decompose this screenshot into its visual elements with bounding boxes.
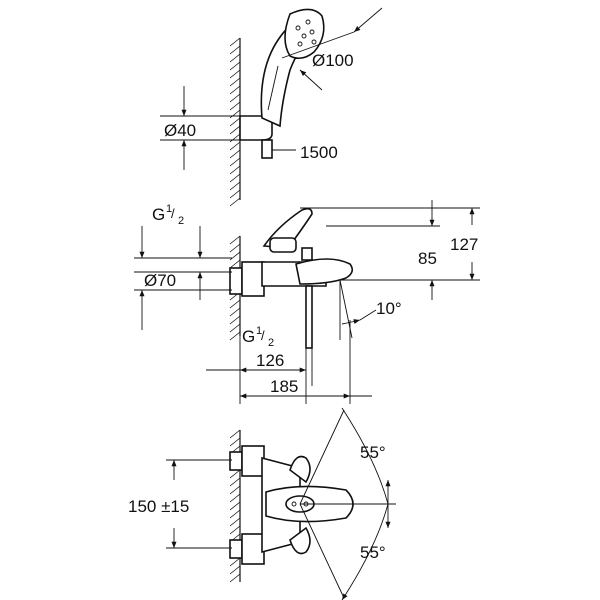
label-outlet-thread: G 1 / 2 [242,325,274,349]
svg-text:/: / [171,206,175,221]
label-holder-diameter: Ø40 [164,121,196,140]
label-escutcheon-diameter: Ø70 [144,271,176,290]
svg-text:G: G [152,205,165,224]
wall-hatch-line [229,181,241,191]
wall-hatch-line [229,117,241,127]
label-projection-outlet: 126 [256,351,284,370]
label-spout-height: 85 [418,249,437,268]
wall-hatch-line [229,141,241,151]
wall-hatch-line [229,165,241,175]
label-lever-angle-up: 55° [360,443,386,462]
label-head-diameter: Ø100 [312,51,354,70]
label-overall-height: 127 [450,235,478,254]
wall-hatch-line [229,85,241,95]
wall-hatch-line [229,69,241,79]
wall-hatch-line [229,557,241,567]
wall-hatch-line [229,157,241,167]
wall-hatch-line [229,437,241,447]
svg-text:2: 2 [178,215,184,227]
wall-hatch-line [229,299,241,309]
svg-text:1: 1 [166,203,172,215]
wall-hatch-line [229,509,241,519]
wall-hatch-line [229,45,241,55]
label-lever-angle-down: 55° [360,543,386,562]
label-inlet-thread: G 1 / 2 [152,203,184,227]
wall-hatch-line [229,133,241,143]
label-centre-distance: 150 ±15 [128,497,189,516]
wall-hatch-line [229,573,241,583]
hand-shower-view [160,7,383,170]
label-projection-total: 185 [270,377,298,396]
wall-hatch-line [229,477,241,487]
svg-text:1: 1 [256,325,262,337]
wall-hatch-line [229,125,241,135]
wall-hatch-line [229,173,241,183]
wall-hatch-line [229,259,241,269]
wall-hatch-line [229,307,241,317]
wall-middle [229,235,241,341]
wall-hatch-line [229,189,241,199]
wall-hatch-line [229,517,241,527]
svg-text:/: / [261,328,265,343]
label-hose-length: 1500 [300,143,338,162]
wall-hatch-line [229,109,241,119]
wall-hatch-line [229,53,241,63]
wall-hatch-line [229,93,241,103]
wall-hatch-line [229,77,241,87]
wall-hatch-line [229,197,241,207]
wall-hatch-line [229,469,241,479]
svg-text:2: 2 [268,337,274,349]
wall-hatch-line [229,323,241,333]
label-spout-angle: 10° [376,299,402,318]
wall-hatch-line [229,429,241,439]
wall-hatch-line [229,243,241,253]
wall-hatch-line [229,61,241,71]
wall-hatch-line [229,501,241,511]
wall-hatch-line [229,251,241,261]
wall-hatch-line [229,493,241,503]
wall-hatch-line [229,235,241,245]
wall-hatch-line [229,149,241,159]
svg-text:G: G [242,327,255,346]
wall-hatch-line [229,101,241,111]
front-view [134,200,480,404]
wall-hatch-line [229,525,241,535]
top-view [166,407,396,600]
wall-hatch-line [229,331,241,341]
wall-hatch-line [229,565,241,575]
wall-top [229,37,241,207]
wall-hatch-line [229,485,241,495]
wall-hatch-line [229,315,241,325]
wall-hatch-line [229,37,241,47]
